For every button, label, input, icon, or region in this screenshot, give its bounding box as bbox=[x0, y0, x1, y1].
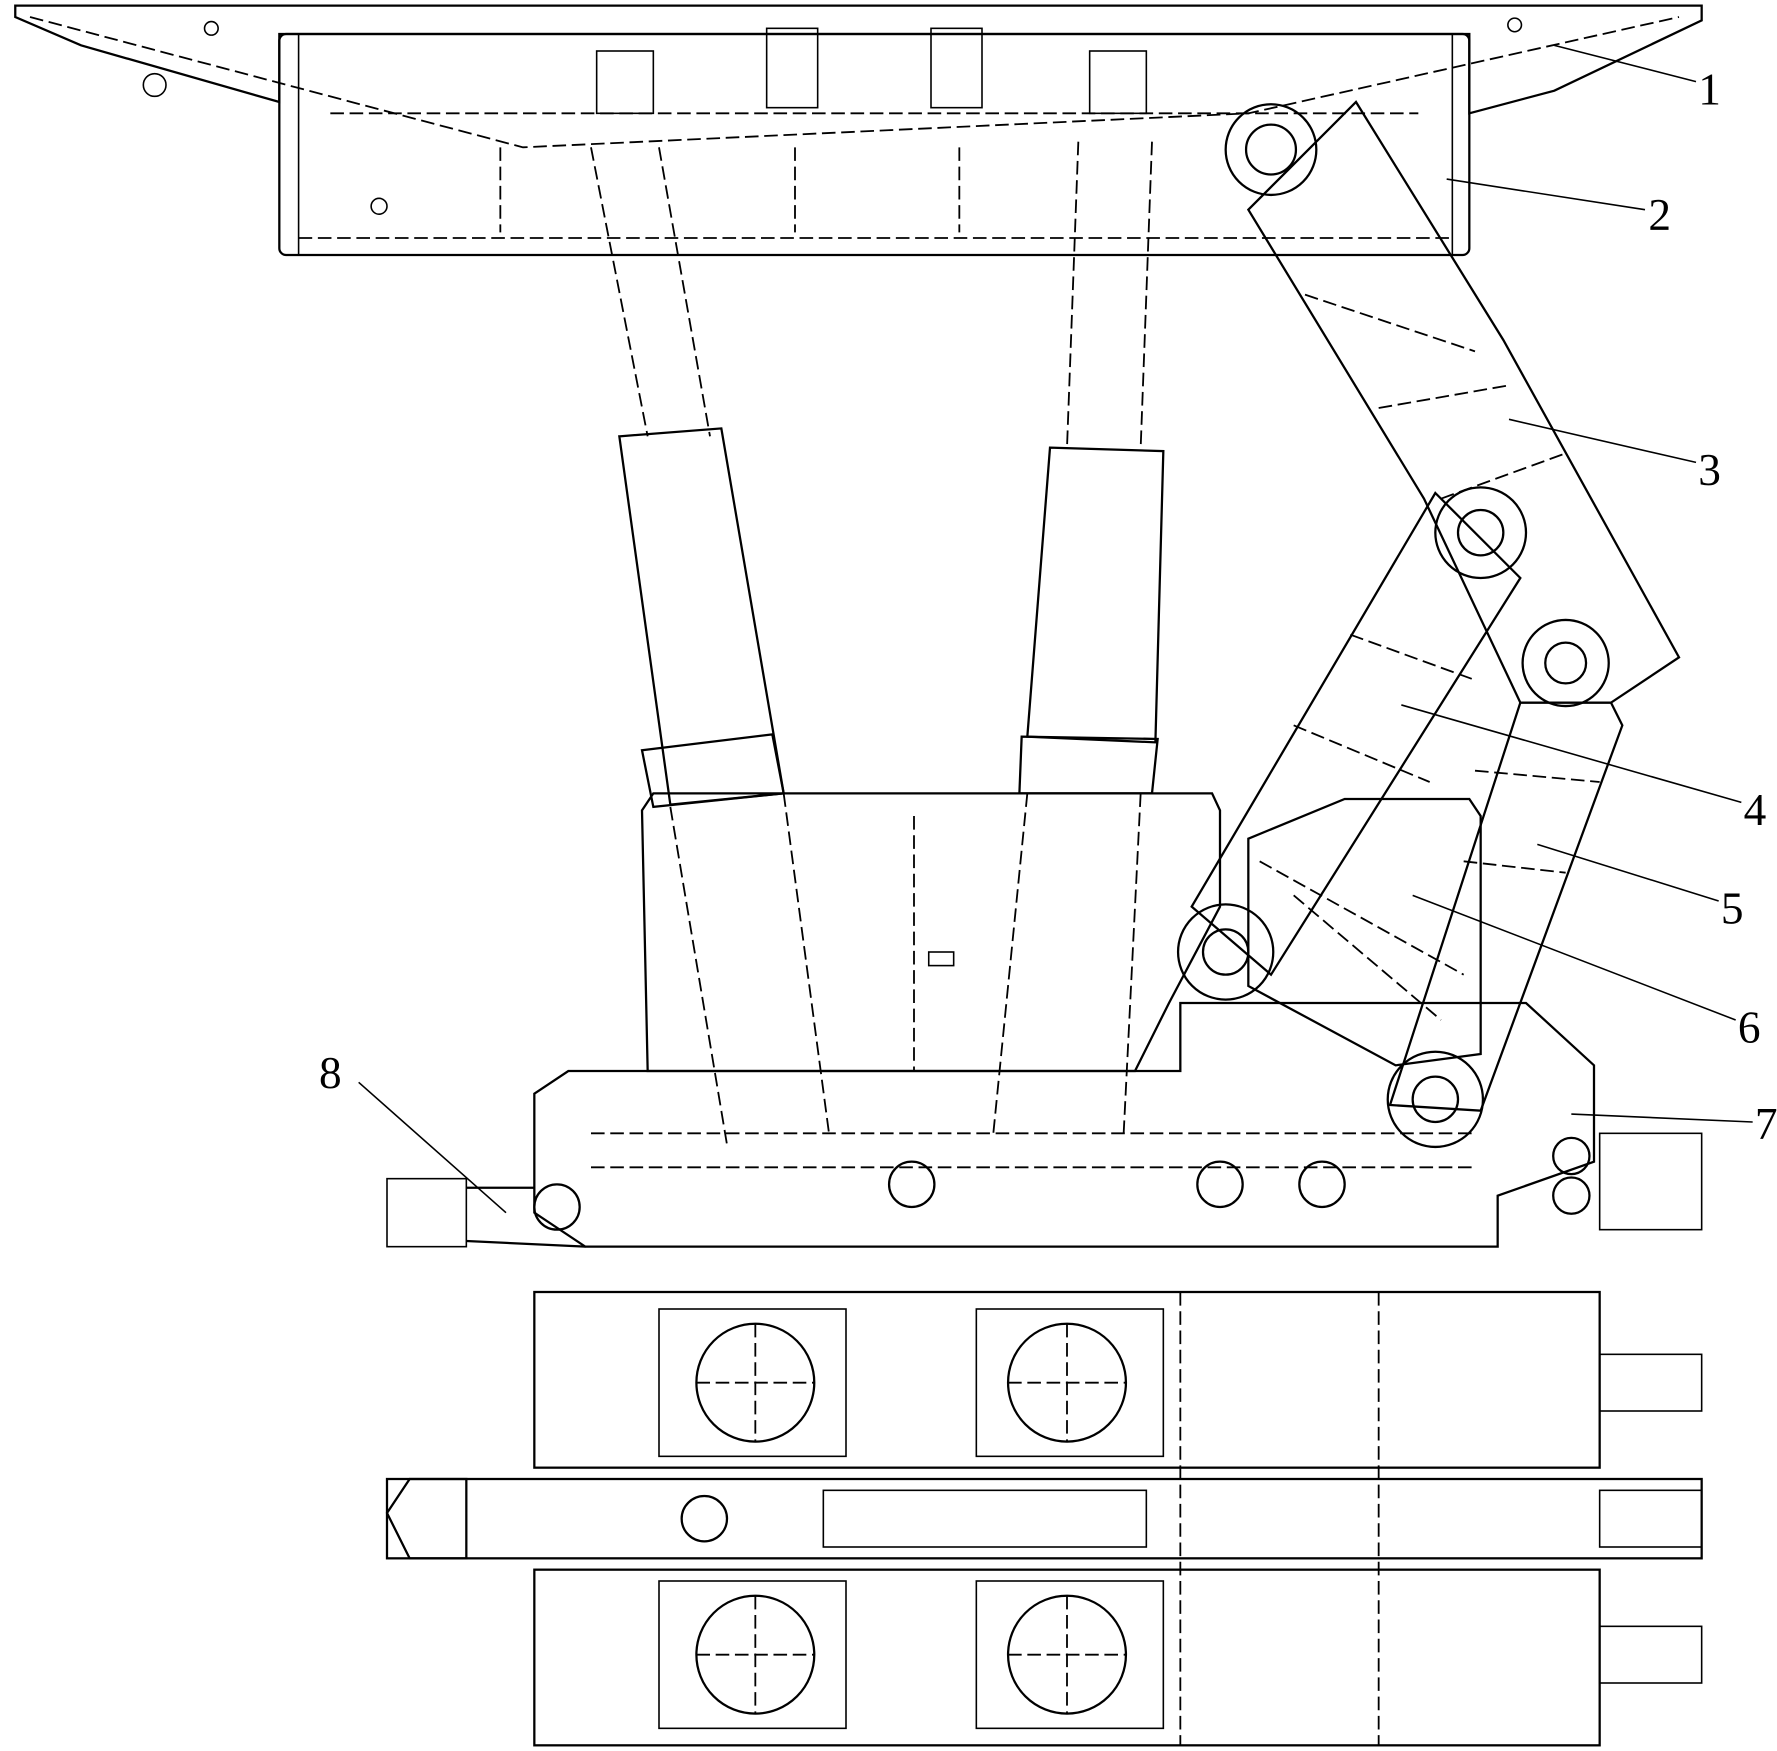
callout-6: 6 bbox=[1738, 1003, 1761, 1053]
part-5-rear-link bbox=[1386, 701, 1624, 1149]
part-8-push-rod bbox=[386, 1177, 586, 1248]
part-1-top-plate bbox=[14, 4, 1703, 149]
callout-2: 2 bbox=[1648, 190, 1671, 240]
part-2-canopy bbox=[278, 27, 1471, 257]
part-6-rear-plate bbox=[1247, 797, 1482, 1067]
callout-8: 8 bbox=[319, 1048, 342, 1098]
part-7-base bbox=[533, 1001, 1703, 1248]
callout-1: 1 bbox=[1698, 64, 1721, 114]
callout-4: 4 bbox=[1744, 785, 1767, 835]
part-4-front-link bbox=[1176, 491, 1522, 1001]
callout-3: 3 bbox=[1698, 445, 1721, 495]
callout-7: 7 bbox=[1755, 1099, 1777, 1149]
callout-5: 5 bbox=[1721, 884, 1744, 934]
hydraulic-leg-right bbox=[992, 141, 1165, 1134]
hydraulic-leg-left bbox=[590, 147, 830, 1145]
part-3-caving-shield bbox=[1246, 100, 1681, 708]
plan-view bbox=[385, 1290, 1703, 1747]
leader-lines bbox=[358, 44, 1753, 1214]
